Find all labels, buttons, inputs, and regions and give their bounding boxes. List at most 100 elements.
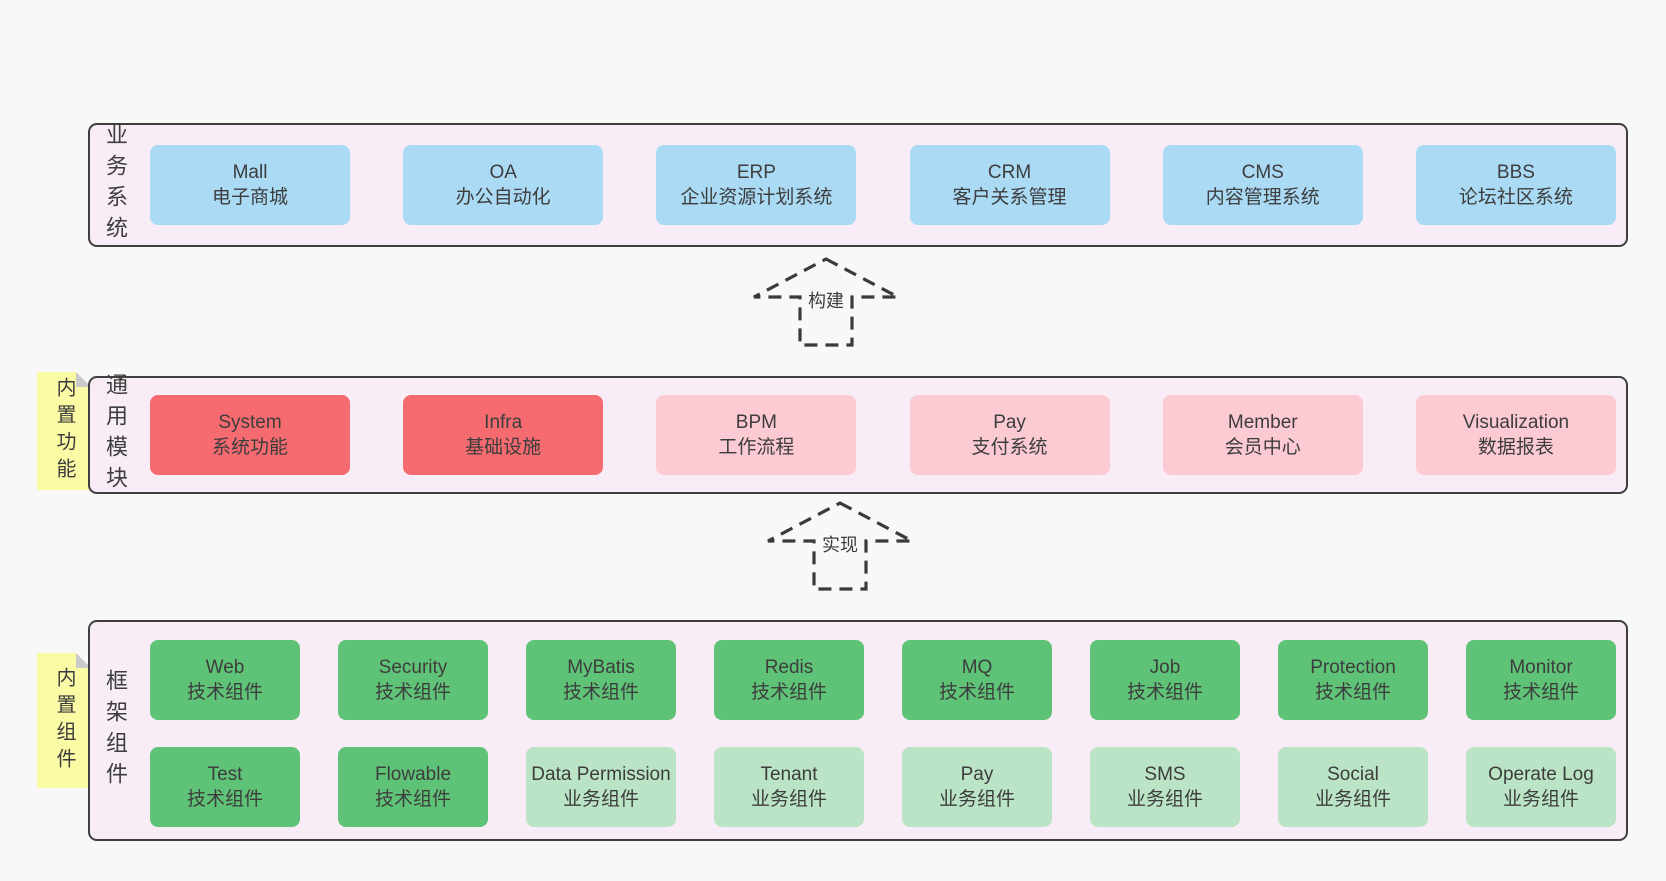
box-subtitle: 技术组件 <box>562 682 639 703</box>
box-oa: OA 办公自动化 <box>403 145 604 225</box>
box-subtitle: 技术组件 <box>1314 682 1391 703</box>
box-title: Infra <box>484 412 523 433</box>
box-title: MyBatis <box>567 657 635 678</box>
box-title: BPM <box>735 412 777 433</box>
box-crm: CRM 客户关系管理 <box>909 145 1110 225</box>
box-title: Job <box>1149 657 1181 678</box>
box-subtitle: 技术组件 <box>186 789 263 810</box>
box-title: Social <box>1327 764 1379 785</box>
box-title: Protection <box>1310 657 1396 678</box>
box-title: Data Permission <box>531 764 671 785</box>
box-mq: MQ 技术组件 <box>902 640 1052 720</box>
box-title: Member <box>1227 412 1298 433</box>
box-title: Visualization <box>1462 412 1570 433</box>
box-cms: CMS 内容管理系统 <box>1162 145 1363 225</box>
box-monitor: Monitor 技术组件 <box>1466 640 1616 720</box>
box-title: Pay <box>960 764 994 785</box>
arrow-build-label: 构建 <box>805 286 847 315</box>
box-title: BBS <box>1496 162 1535 183</box>
box-subtitle: 内容管理系统 <box>1205 187 1320 208</box>
arrow-implement: 实现 <box>765 500 915 592</box>
box-title: CRM <box>987 162 1032 183</box>
box-flowable: Flowable 技术组件 <box>338 747 488 827</box>
box-subtitle: 技术组件 <box>186 682 263 703</box>
box-subtitle: 办公自动化 <box>455 187 551 208</box>
box-title: SMS <box>1144 764 1186 785</box>
box-title: OA <box>489 162 517 183</box>
sticky-note-label: 内置组件 <box>53 666 75 775</box>
box-subtitle: 技术组件 <box>938 682 1015 703</box>
business-systems-row: Mall 电子商城 OA 办公自动化 ERP 企业资源计划系统 CRM 客户关系… <box>150 145 1616 225</box>
box-title: Web <box>205 657 245 678</box>
box-subtitle: 业务组件 <box>1502 789 1579 810</box>
box-subtitle: 业务组件 <box>750 789 827 810</box>
framework-components-row-1: Web 技术组件 Security 技术组件 MyBatis 技术组件 Redi… <box>150 640 1616 720</box>
box-title: Tenant <box>760 764 818 785</box>
up-block-arrow-icon <box>767 501 913 591</box>
sticky-note-label: 内置功能 <box>53 377 75 485</box>
box-subtitle: 会员中心 <box>1224 437 1301 458</box>
box-subtitle: 电子商城 <box>211 187 288 208</box>
box-title: Test <box>207 764 243 785</box>
panel-framework-components: 框架组件 Web 技术组件 Security 技术组件 MyBatis 技术组件… <box>88 620 1628 841</box>
framework-components-row-2: Test 技术组件 Flowable 技术组件 Data Permission … <box>150 747 1616 827</box>
box-system: System 系统功能 <box>150 395 350 475</box>
box-mybatis: MyBatis 技术组件 <box>526 640 676 720</box>
box-title: CMS <box>1241 162 1284 183</box>
box-bpm: BPM 工作流程 <box>656 395 857 475</box>
panel-framework-components-label: 框架组件 <box>103 668 128 793</box>
box-subtitle: 客户关系管理 <box>952 187 1067 208</box>
box-subtitle: 基础设施 <box>465 437 542 458</box>
up-block-arrow-icon <box>753 257 899 347</box>
sticky-note-built-in-components: 内置组件 <box>37 653 91 788</box>
panel-business-systems-label: 业务系统 <box>103 123 128 247</box>
box-tenant: Tenant 业务组件 <box>714 747 864 827</box>
box-pay-biz: Pay 业务组件 <box>902 747 1052 827</box>
box-title: System <box>218 412 282 433</box>
box-title: Flowable <box>374 764 452 785</box>
box-title: Operate Log <box>1488 764 1594 785</box>
box-test: Test 技术组件 <box>150 747 300 827</box>
box-security: Security 技术组件 <box>338 640 488 720</box>
box-operate-log: Operate Log 业务组件 <box>1466 747 1616 827</box>
box-title: MQ <box>961 657 993 678</box>
box-protection: Protection 技术组件 <box>1278 640 1428 720</box>
box-sms: SMS 业务组件 <box>1090 747 1240 827</box>
box-redis: Redis 技术组件 <box>714 640 864 720</box>
box-title: Pay <box>993 412 1026 433</box>
box-subtitle: 技术组件 <box>750 682 827 703</box>
box-mall: Mall 电子商城 <box>150 145 350 225</box>
box-subtitle: 工作流程 <box>718 437 795 458</box>
box-job: Job 技术组件 <box>1090 640 1240 720</box>
panel-business-systems: 业务系统 Mall 电子商城 OA 办公自动化 ERP 企业资源计划系统 CRM… <box>88 123 1628 247</box>
arrow-build: 构建 <box>751 256 901 348</box>
box-subtitle: 业务组件 <box>1314 789 1391 810</box>
box-data-permission: Data Permission 业务组件 <box>526 747 676 827</box>
box-pay-system: Pay 支付系统 <box>909 395 1110 475</box>
box-bbs: BBS 论坛社区系统 <box>1415 145 1616 225</box>
panel-common-modules: 通用模块 System 系统功能 Infra 基础设施 BPM 工作流程 Pay… <box>88 373 1628 497</box>
box-subtitle: 技术组件 <box>374 789 451 810</box>
box-subtitle: 企业资源计划系统 <box>680 187 833 208</box>
box-subtitle: 业务组件 <box>938 789 1015 810</box>
box-subtitle: 系统功能 <box>211 437 288 458</box>
box-title: ERP <box>736 162 776 183</box>
box-social: Social 业务组件 <box>1278 747 1428 827</box>
box-member: Member 会员中心 <box>1162 395 1363 475</box>
box-title: Mall <box>232 162 268 183</box>
box-subtitle: 业务组件 <box>562 789 639 810</box>
box-title: Redis <box>764 657 814 678</box>
box-subtitle: 业务组件 <box>1126 789 1203 810</box>
box-erp: ERP 企业资源计划系统 <box>656 145 857 225</box>
box-subtitle: 技术组件 <box>1126 682 1203 703</box>
box-web: Web 技术组件 <box>150 640 300 720</box>
box-subtitle: 支付系统 <box>971 437 1048 458</box>
arrow-implement-label: 实现 <box>819 530 861 559</box>
box-title: Monitor <box>1509 657 1573 678</box>
box-subtitle: 技术组件 <box>374 682 451 703</box>
box-visualization: Visualization 数据报表 <box>1415 395 1616 475</box>
common-modules-row: System 系统功能 Infra 基础设施 BPM 工作流程 Pay 支付系统… <box>150 395 1616 475</box>
box-subtitle: 论坛社区系统 <box>1458 187 1573 208</box>
box-infra: Infra 基础设施 <box>403 395 604 475</box>
